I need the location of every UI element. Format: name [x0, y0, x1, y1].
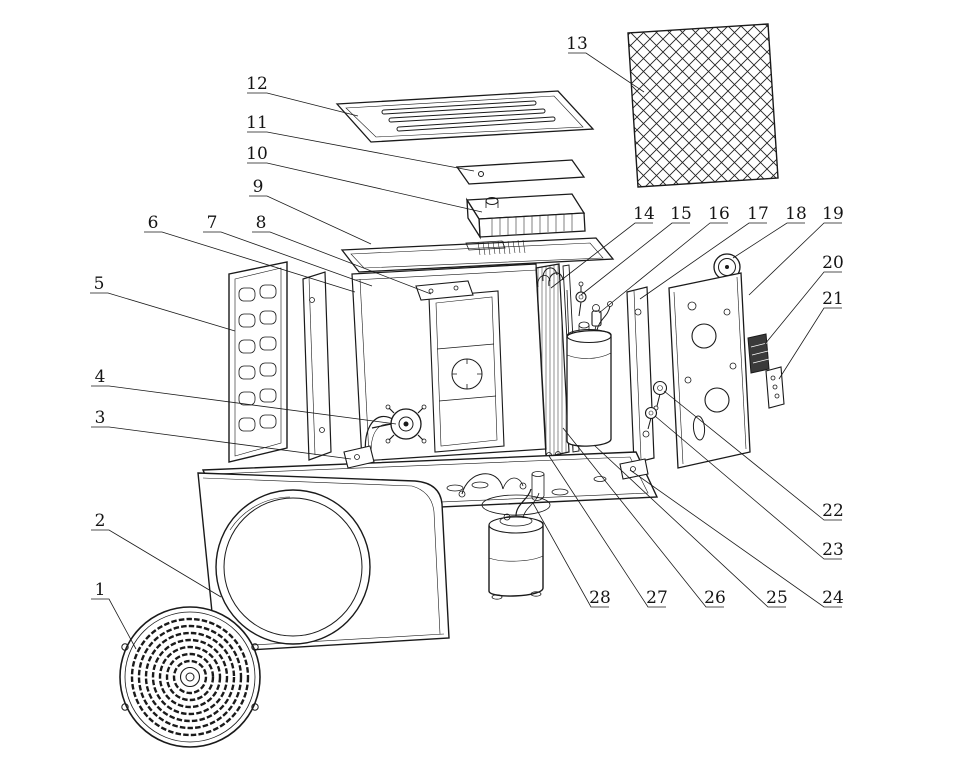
leader-line-11 — [247, 131, 475, 172]
leader-line-2 — [91, 529, 222, 598]
part-label-1: 1 — [95, 580, 106, 600]
part-label-18: 18 — [785, 204, 807, 224]
part-24-base-bracket — [619, 458, 649, 480]
part-22-stop-valve — [652, 380, 668, 411]
vent-hatch — [477, 239, 526, 256]
part-label-6: 6 — [148, 213, 159, 233]
part-label-12: 12 — [246, 74, 268, 94]
part-label-5: 5 — [94, 274, 105, 294]
leader-line-3 — [91, 426, 352, 460]
part-13-heat-exchanger-coil — [627, 23, 779, 188]
leader-line-26 — [562, 427, 724, 608]
leader-line-23 — [654, 415, 842, 560]
part-9-top-frame-panel — [340, 237, 615, 273]
leader-line-10 — [247, 162, 483, 213]
part-12-top-cover — [335, 90, 595, 143]
part-21-handle-strip — [765, 366, 785, 409]
leader-line-8 — [252, 231, 432, 295]
part-label-11: 11 — [246, 113, 268, 133]
part-17-support-bracket — [626, 286, 655, 464]
leader-line-5 — [90, 292, 236, 332]
grille-holes — [238, 284, 277, 432]
leader-line-18 — [732, 222, 805, 259]
part-11-cover-plate — [455, 159, 586, 185]
part-6-chassis-frame — [351, 263, 547, 462]
part-25-accumulator-tank — [566, 301, 613, 447]
part-label-25: 25 — [766, 588, 788, 608]
part-label-8: 8 — [256, 213, 267, 233]
part-5-side-grille-panel — [228, 261, 288, 463]
part-19-right-side-panel — [668, 272, 751, 469]
leader-line-20 — [764, 271, 842, 345]
leader-line-17 — [639, 222, 767, 300]
leader-line-9 — [249, 195, 372, 245]
leader-line-22 — [663, 390, 842, 521]
part-label-7: 7 — [207, 213, 218, 233]
part-labels: 1 2 3 4 5 6 7 8 9 10 11 12 13 14 15 16 1… — [94, 34, 844, 608]
part-label-26: 26 — [704, 588, 726, 608]
part-10-electrical-box — [465, 193, 586, 240]
part-label-14: 14 — [633, 204, 655, 224]
leader-line-14 — [550, 222, 653, 289]
leader-line-15 — [580, 222, 690, 296]
part-label-20: 20 — [822, 253, 844, 273]
leader-line-12 — [247, 92, 359, 117]
part-label-3: 3 — [95, 408, 106, 428]
leader-line-25 — [593, 444, 786, 608]
part-label-16: 16 — [708, 204, 730, 224]
leader-line-1 — [91, 598, 137, 650]
part-label-23: 23 — [822, 540, 844, 560]
part-2-front-panel — [197, 472, 450, 653]
leader-line-4 — [91, 385, 397, 425]
leader-line-13 — [568, 52, 645, 93]
part-20-terminal-block — [747, 333, 770, 374]
leader-line-7 — [203, 231, 373, 287]
part-15-valve — [575, 281, 587, 317]
part-4-fan-motor — [371, 404, 427, 444]
leader-line-27 — [548, 455, 666, 608]
leader-line-21 — [778, 307, 842, 380]
part-label-19: 19 — [822, 204, 844, 224]
part-label-2: 2 — [95, 511, 106, 531]
part-label-15: 15 — [670, 204, 692, 224]
part-label-13: 13 — [566, 34, 588, 54]
terminal-strip — [491, 213, 573, 236]
part-label-9: 9 — [253, 177, 264, 197]
leader-line-28 — [532, 502, 609, 608]
part-7-partition-frame — [302, 271, 332, 461]
part-1-fan-grille — [119, 606, 261, 748]
leader-line-19 — [748, 222, 842, 296]
part-label-10: 10 — [246, 144, 268, 164]
part-8-top-bracket — [415, 280, 474, 301]
leader-lines — [90, 52, 842, 650]
part-label-17: 17 — [747, 204, 769, 224]
part-label-21: 21 — [822, 289, 844, 309]
part-label-24: 24 — [822, 588, 844, 608]
part-label-28: 28 — [589, 588, 611, 608]
leader-line-6 — [144, 231, 356, 293]
part-label-27: 27 — [646, 588, 668, 608]
part-label-22: 22 — [822, 501, 844, 521]
leader-line-16 — [598, 222, 728, 314]
part-3-corner-bracket — [343, 445, 375, 469]
part-label-4: 4 — [95, 367, 106, 387]
leader-line-24 — [629, 469, 842, 608]
part-23-stop-valve — [644, 406, 658, 430]
part-28-compressor — [458, 471, 545, 600]
